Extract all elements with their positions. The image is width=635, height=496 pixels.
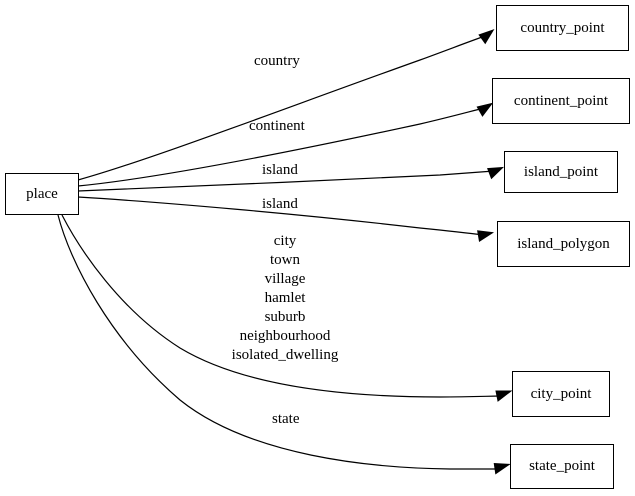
- edge-label-city-line-suburb: suburb: [264, 309, 306, 325]
- edge-label-city-line-town: town: [270, 252, 300, 268]
- arrowhead-state: [493, 463, 511, 475]
- edge-label-continent: continent: [249, 118, 305, 134]
- edge-label-city-group: city town village hamlet suburb neighbou…: [215, 232, 355, 365]
- node-country-point-label: country_point: [520, 19, 605, 36]
- node-state-point[interactable]: state_point: [510, 444, 614, 489]
- node-state-point-label: state_point: [529, 458, 595, 474]
- node-island-point-label: island_point: [523, 163, 599, 180]
- node-city-point-label: city_point: [530, 385, 592, 402]
- arrowhead-island-point: [487, 166, 505, 180]
- arrowhead-island-polygon: [477, 230, 495, 242]
- edge-label-city-line-isolated-dwelling: isolated_dwelling: [231, 347, 339, 363]
- edge-label-country: country: [254, 53, 300, 69]
- arrowhead-city: [495, 390, 513, 402]
- node-place[interactable]: place: [5, 173, 79, 215]
- edge-label-city-line-neighbourhood: neighbourhood: [239, 328, 331, 344]
- arrowhead-country: [478, 29, 495, 45]
- node-city-point[interactable]: city_point: [512, 371, 610, 417]
- node-continent-point-label: continent_point: [513, 92, 609, 109]
- node-country-point[interactable]: country_point: [496, 5, 629, 51]
- node-place-label: place: [26, 185, 58, 202]
- edge-label-city-line-city: city: [273, 233, 297, 249]
- node-continent-point[interactable]: continent_point: [492, 78, 630, 124]
- edge-label-island-polygon: island: [262, 196, 298, 212]
- node-island-polygon-label: island_polygon: [517, 235, 610, 252]
- node-island-polygon[interactable]: island_polygon: [497, 221, 630, 267]
- node-island-point[interactable]: island_point: [504, 151, 618, 193]
- edge-label-city-line-hamlet: hamlet: [264, 290, 306, 306]
- edge-label-island-point: island: [262, 162, 298, 178]
- edge-label-state: state: [272, 411, 300, 427]
- edge-label-city-line-village: village: [264, 271, 306, 287]
